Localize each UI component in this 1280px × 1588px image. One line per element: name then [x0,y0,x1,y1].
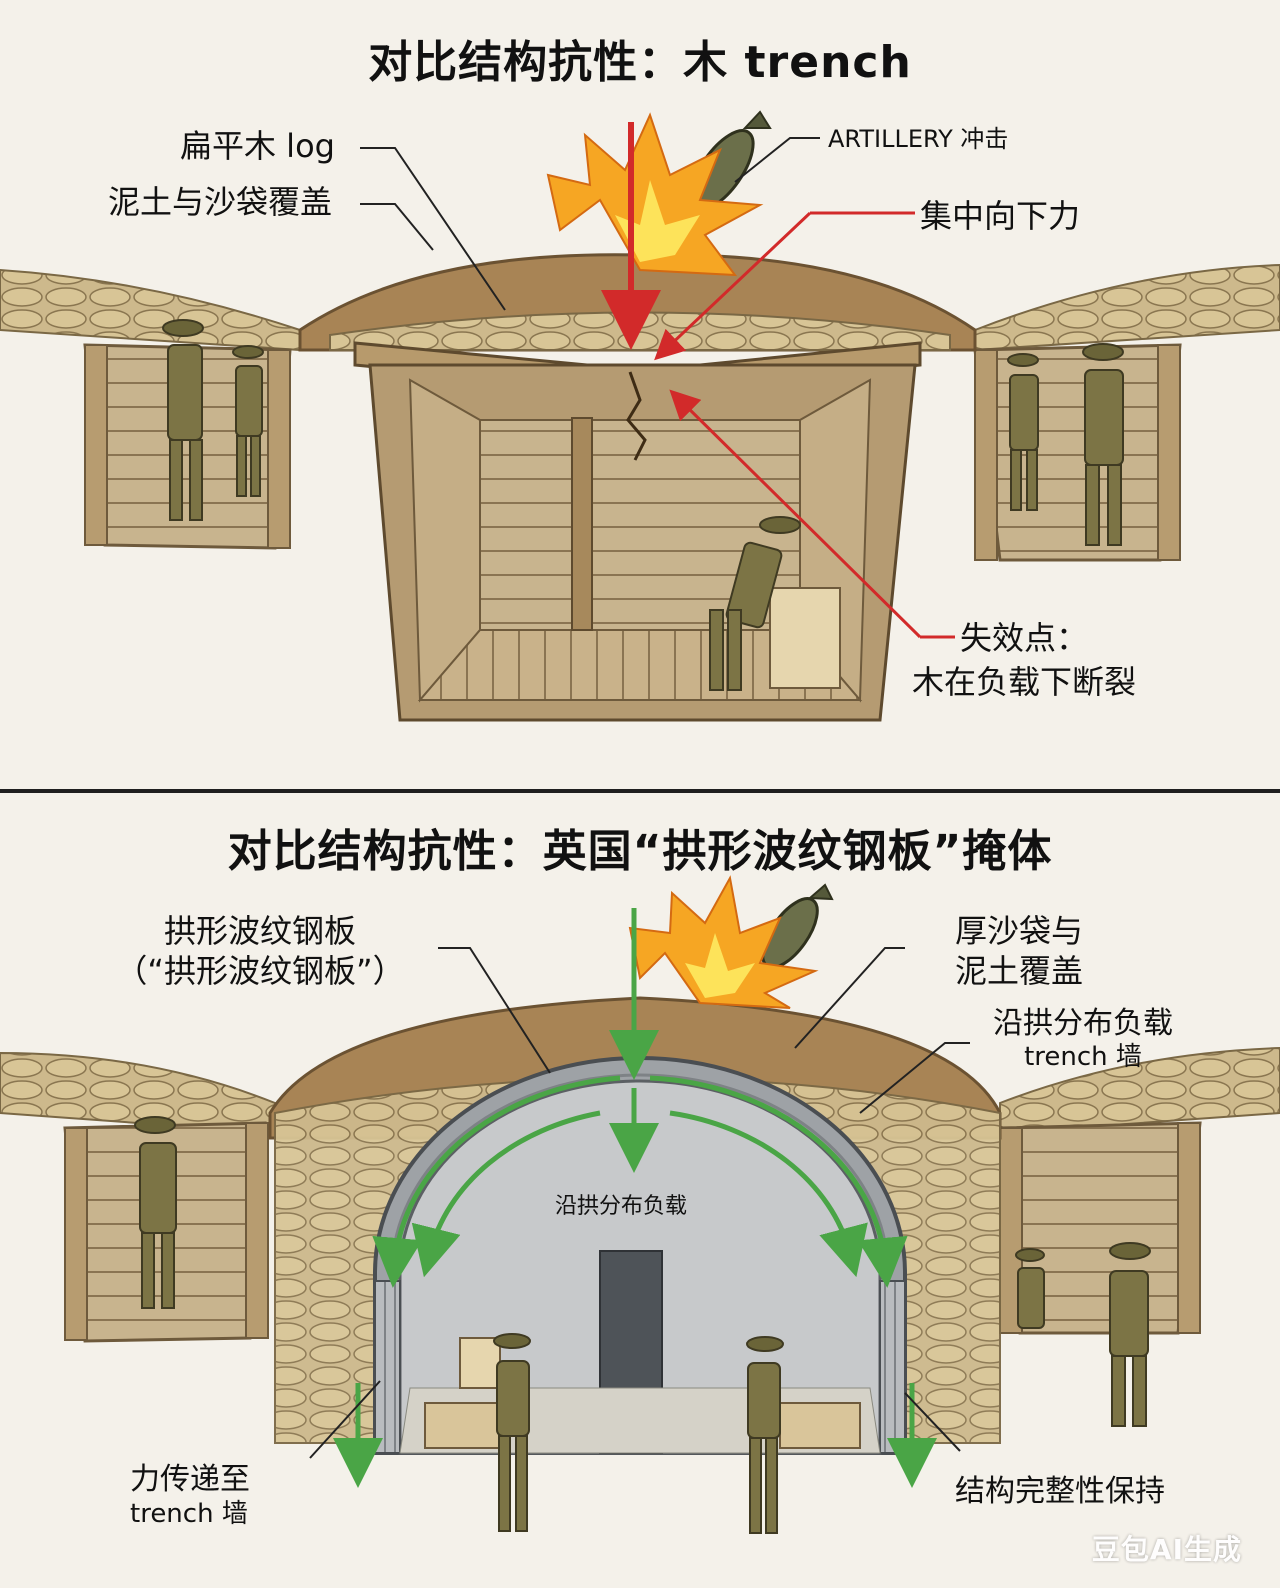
arch-sheet-label: 拱形波纹钢板 [163,912,356,950]
left-bench [424,1402,506,1449]
flat-log-label: 扁平木 log [180,127,335,165]
panel-divider [0,789,1280,793]
timber-dugout-illustration [0,110,1280,722]
distribute-load-label: 沿拱分布负载 [993,1006,1173,1041]
steel-arch-illustration [0,875,1280,1534]
ai-watermark: 豆包AI生成 [1091,1533,1242,1566]
page-title-bottom: 对比结构抗性：英国“拱形波纹钢板”掩体 [227,826,1053,877]
right-bench [779,1402,861,1449]
soldier-figures-bottom [134,1116,1151,1534]
distributed-force-arrows [333,908,937,1488]
corrugated-steel-arch [373,1056,907,1455]
failure-point-desc: 木在负载下断裂 [912,663,1137,701]
supply-crate [769,587,841,689]
soldier-figures [162,319,1124,691]
force-to-wall-label-2: trench 墙 [130,1499,248,1529]
timber-dugout [368,363,917,722]
inner-distribute-label: 沿拱分布负载 [555,1194,688,1219]
downward-force-label: 集中向下力 [920,197,1081,235]
artillery-label: ARTILLERY 冲击 [828,125,1009,153]
leader-lines [360,137,820,311]
failure-point-label: 失效点： [960,619,1089,657]
page-title-top: 对比结构抗性：木 trench [368,37,912,88]
force-to-wall-label: 力传递至 [130,1462,250,1497]
thick-cover-label: 厚沙袋与 [955,912,1084,950]
arch-sheet-label-alt: （“拱形波纹钢板”） [115,952,405,990]
thick-cover-label-2: 泥土覆盖 [955,952,1084,990]
distribute-load-wall-label: trench 墙 [1024,1042,1142,1072]
timber-dugout-panel: 对比结构抗性：木 trench [0,0,1280,790]
left-crate [459,1337,501,1389]
earth-sandbag-label: 泥土与沙袋覆盖 [108,183,333,221]
steel-arch-panel: 对比结构抗性：英国“拱形波纹钢板”掩体 [0,793,1280,1588]
leader-lines-bottom [309,947,970,1459]
explosion-blast-bottom [628,875,819,1009]
integrity-label: 结构完整性保持 [955,1474,1165,1509]
left-side-trench-bottom [0,1051,276,1343]
